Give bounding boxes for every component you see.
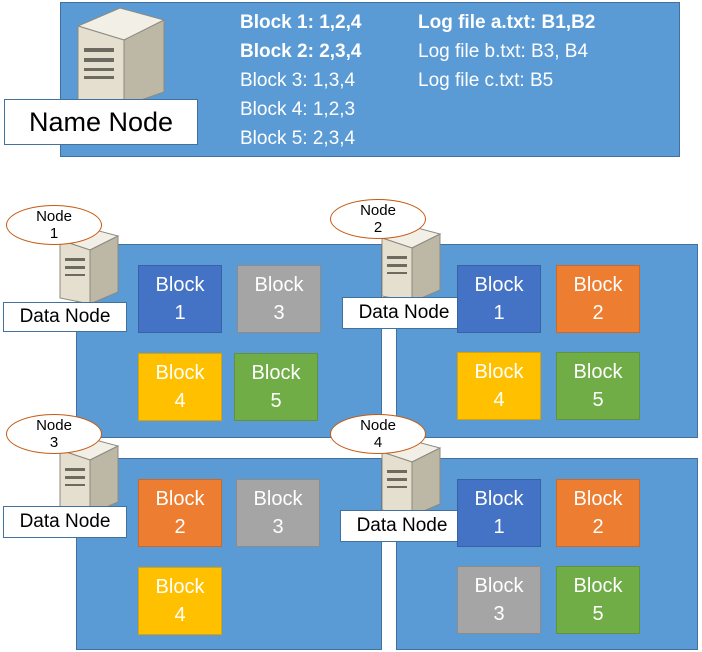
block-number: 5 [270, 390, 282, 412]
server-tower-icon [58, 437, 120, 515]
block-tile: Block 5 [556, 352, 640, 420]
data-node-label-2: Data Node [342, 297, 466, 329]
block-tile: Block 2 [556, 265, 640, 333]
block-tile: Block 3 [237, 265, 321, 333]
node-badge-number: 1 [49, 225, 59, 242]
file-map-list: Log file a.txt: B1,B2 Log file b.txt: B3… [418, 8, 595, 95]
node-badge-3: Node 3 [6, 414, 102, 454]
node-badge-word: Node [36, 208, 72, 225]
node-badge-word: Node [360, 417, 396, 434]
block-tile: Block 5 [234, 353, 318, 421]
block-word: Block [474, 274, 524, 296]
block-number: 2 [174, 516, 186, 538]
data-node-label-1: Data Node [3, 302, 127, 332]
data-node-panel-4 [396, 458, 698, 650]
file-map-line: Log file c.txt: B5 [418, 70, 554, 91]
block-word: Block [253, 488, 303, 510]
block-number: 1 [493, 516, 505, 538]
block-tile: Block 3 [457, 566, 541, 634]
block-number: 1 [493, 302, 505, 324]
block-tile: Block 1 [457, 265, 541, 333]
block-word: Block [155, 274, 205, 296]
node-badge-word: Node [360, 202, 396, 219]
node-badge-2: Node 2 [330, 199, 426, 239]
data-node-panel-1 [76, 244, 382, 438]
block-tile: Block 1 [457, 479, 541, 547]
block-map-line: Block 5: 2,3,4 [240, 128, 356, 149]
data-node-panel-3 [76, 458, 382, 650]
block-tile: Block 4 [457, 352, 541, 420]
block-number: 4 [174, 604, 186, 626]
block-tile: Block 2 [556, 479, 640, 547]
node-badge-number: 4 [373, 434, 383, 451]
block-map-line: Block 3: 1,3,4 [240, 70, 356, 91]
block-word: Block [573, 274, 623, 296]
block-word: Block [251, 362, 301, 384]
block-tile: Block 4 [138, 353, 222, 421]
block-tile: Block 1 [138, 265, 222, 333]
block-word: Block [254, 274, 304, 296]
data-node-label-3: Data Node [3, 506, 127, 538]
block-tile: Block 4 [138, 567, 222, 635]
block-number: 3 [493, 603, 505, 625]
block-number: 4 [174, 390, 186, 412]
node-badge-1: Node 1 [6, 205, 102, 245]
node-badge-4: Node 4 [330, 414, 426, 454]
block-tile: Block 2 [138, 479, 222, 547]
block-map-line: Block 2: 2,3,4 [240, 41, 362, 62]
block-word: Block [474, 361, 524, 383]
block-map-line: Block 1: 1,2,4 [240, 12, 362, 33]
block-map-list: Block 1: 1,2,4 Block 2: 2,3,4 Block 3: 1… [240, 8, 361, 153]
block-map-line: Block 4: 1,2,3 [240, 99, 356, 120]
block-word: Block [474, 575, 524, 597]
server-tower-icon [380, 439, 442, 517]
block-word: Block [573, 575, 623, 597]
block-number: 3 [273, 302, 285, 324]
server-tower-icon [76, 7, 166, 107]
block-number: 1 [174, 302, 186, 324]
block-number: 2 [592, 302, 604, 324]
block-number: 3 [272, 516, 284, 538]
block-word: Block [155, 362, 205, 384]
block-number: 2 [592, 516, 604, 538]
block-number: 5 [592, 389, 604, 411]
block-number: 4 [493, 389, 505, 411]
block-word: Block [573, 488, 623, 510]
block-number: 5 [592, 603, 604, 625]
node-badge-number: 2 [373, 219, 383, 236]
block-tile: Block 5 [556, 566, 640, 634]
node-badge-number: 3 [49, 434, 59, 451]
name-node-label: Name Node [4, 99, 198, 145]
block-word: Block [573, 361, 623, 383]
data-node-panel-2 [396, 244, 698, 438]
block-word: Block [474, 488, 524, 510]
block-tile: Block 3 [236, 479, 320, 547]
file-map-line: Log file a.txt: B1,B2 [418, 12, 596, 33]
node-badge-word: Node [36, 417, 72, 434]
file-map-line: Log file b.txt: B3, B4 [418, 41, 589, 62]
block-word: Block [155, 488, 205, 510]
data-node-label-4: Data Node [340, 510, 464, 542]
block-word: Block [155, 576, 205, 598]
